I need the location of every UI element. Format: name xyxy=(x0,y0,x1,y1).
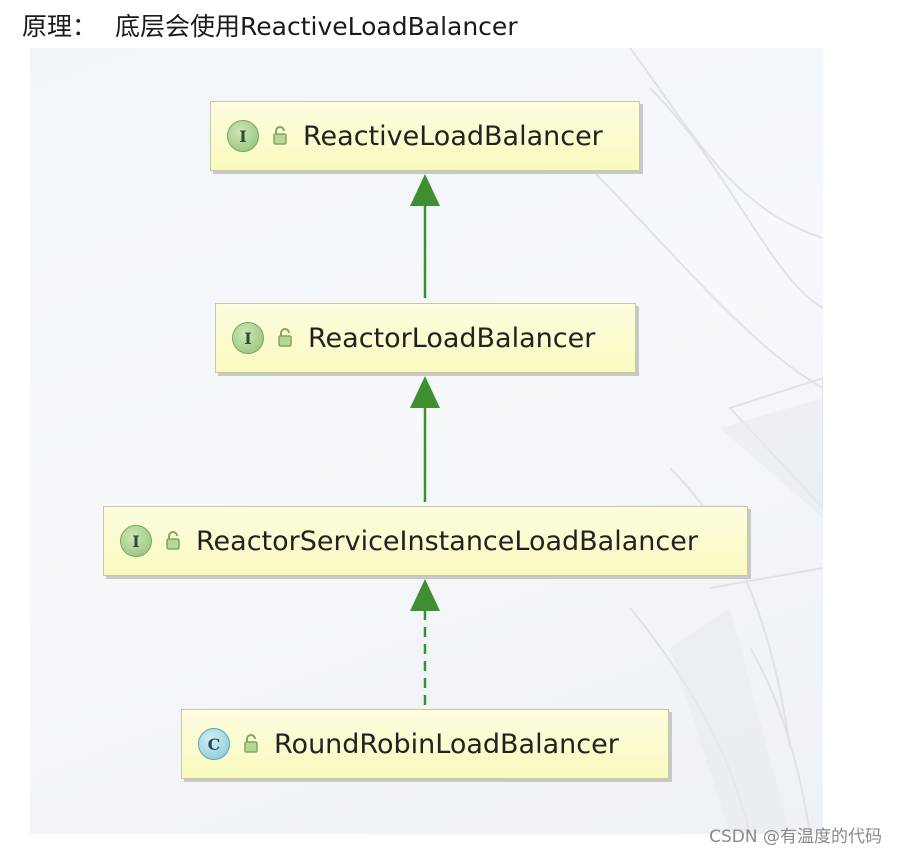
node-reactive-load-balancer: I ReactiveLoadBalancer xyxy=(210,101,640,171)
node-label: RoundRobinLoadBalancer xyxy=(274,728,619,760)
interface-icon: I xyxy=(227,120,259,152)
class-icon: C xyxy=(198,728,230,760)
diagram-canvas: I ReactiveLoadBalancer I ReactorLoadBala… xyxy=(30,48,823,834)
interface-icon: I xyxy=(232,322,264,354)
node-label: ReactiveLoadBalancer xyxy=(303,120,603,152)
node-round-robin-load-balancer: C RoundRobinLoadBalancer xyxy=(181,709,669,779)
public-visibility-icon xyxy=(278,328,292,347)
node-reactor-load-balancer: I ReactorLoadBalancer xyxy=(215,303,636,373)
page-heading: 原理： 底层会使用ReactiveLoadBalancer xyxy=(22,8,518,46)
inheritance-edges xyxy=(410,174,440,705)
edge-reactor-to-reactive xyxy=(410,174,440,298)
edge-roundrobin-to-service xyxy=(410,579,440,705)
public-visibility-icon xyxy=(244,734,258,753)
heading-text: 底层会使用ReactiveLoadBalancer xyxy=(115,12,518,41)
edge-service-to-reactor xyxy=(410,376,440,502)
watermark: CSDN @有温度的代码 xyxy=(709,827,882,847)
interface-icon: I xyxy=(120,525,152,557)
public-visibility-icon xyxy=(166,531,180,550)
node-label: ReactorServiceInstanceLoadBalancer xyxy=(196,525,698,557)
background-illustration xyxy=(589,48,823,834)
node-reactor-service-instance-load-balancer: I ReactorServiceInstanceLoadBalancer xyxy=(103,506,748,576)
heading-prefix: 原理： xyxy=(22,12,98,41)
public-visibility-icon xyxy=(273,126,287,145)
node-label: ReactorLoadBalancer xyxy=(308,322,596,354)
